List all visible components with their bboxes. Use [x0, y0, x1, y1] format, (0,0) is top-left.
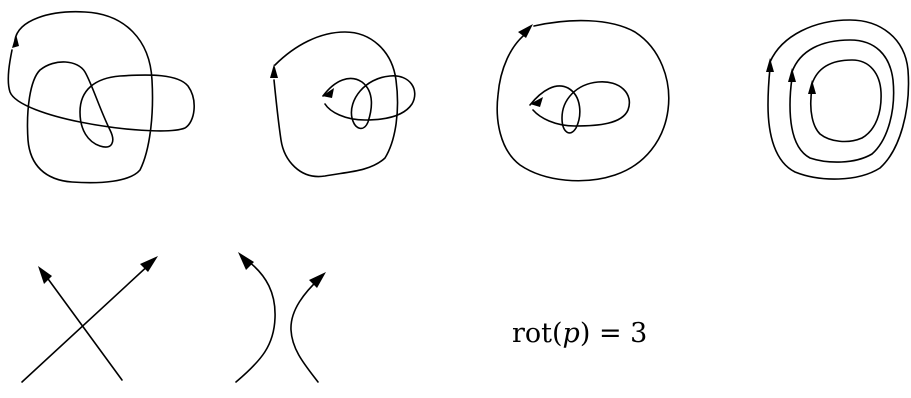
- stage-1-curve: [7, 10, 195, 184]
- stage-1-outer-loop: [7, 10, 195, 184]
- smoothing-move: [235, 252, 326, 383]
- stage-4-curve: [766, 19, 910, 180]
- formula-prefix: rot(: [512, 318, 563, 349]
- crossing-strand-left: [21, 261, 153, 383]
- smoothing-arrowhead-right: [309, 272, 326, 288]
- stage-4-outer-loop: [767, 19, 910, 180]
- crossing-strand-right: [42, 271, 123, 381]
- stage-4-middle-arrowhead: [788, 68, 796, 82]
- formula-variable: p: [563, 318, 580, 349]
- stage-1-arrowhead: [12, 34, 19, 48]
- crossing-arrowhead-left: [38, 266, 52, 284]
- stage-3-outer-loop: [496, 19, 670, 182]
- stage-2-curve: [270, 31, 416, 178]
- stage-4-outer-arrowhead: [766, 58, 774, 72]
- formula-suffix: ) = 3: [580, 318, 648, 349]
- stage-4-inner-arrowhead: [808, 80, 816, 94]
- stage-3-curve: [496, 19, 670, 182]
- rotation-formula: rot(p) = 3: [512, 318, 647, 349]
- smoothing-strand-left: [235, 257, 276, 383]
- smoothing-arrowhead-left: [238, 252, 254, 270]
- stage-2-inner-loop: [322, 75, 416, 130]
- crossing-move: [21, 256, 158, 383]
- stage-3-inner-loop: [529, 81, 631, 134]
- smoothing-strand-right: [290, 277, 321, 383]
- stage-3-inner-arrowhead: [530, 97, 543, 107]
- stage-2-outer-loop: [273, 31, 399, 178]
- stage-2-outer-arrowhead: [270, 64, 278, 78]
- stage-2-inner-arrowhead: [322, 88, 334, 98]
- stage-3-outer-arrowhead: [518, 24, 533, 38]
- stage-4-inner-loop: [809, 59, 882, 143]
- stage-4-middle-loop: [789, 39, 895, 163]
- crossing-arrowhead-right: [140, 256, 158, 272]
